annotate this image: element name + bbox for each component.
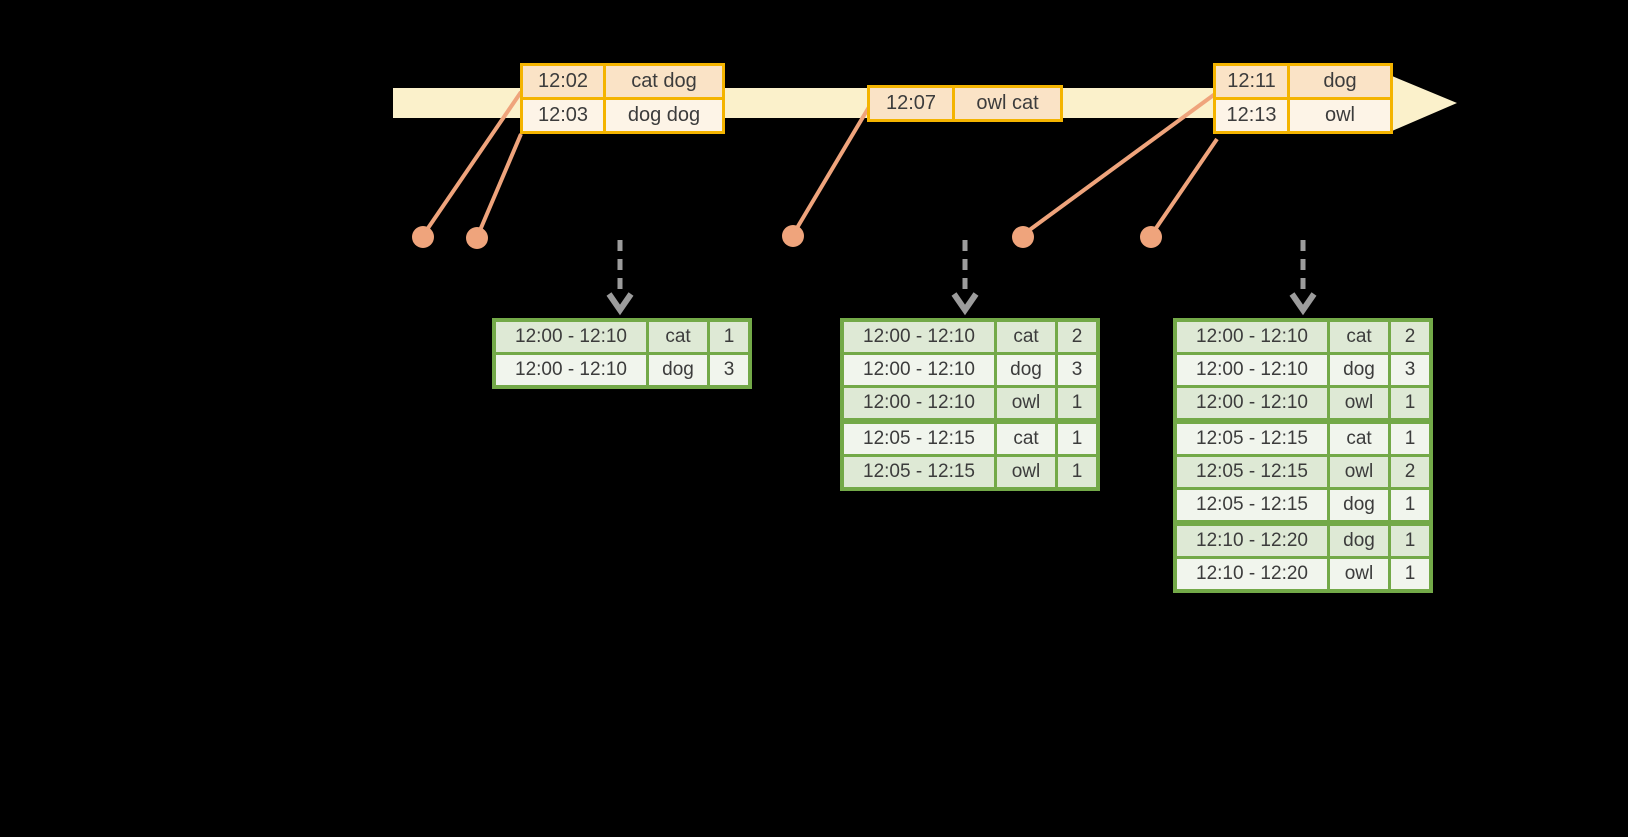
table-cell: 3 [1055, 352, 1100, 388]
event-connector-line [422, 90, 523, 236]
table-cell: owl cat [952, 85, 1063, 122]
table-cell: dog [1327, 352, 1391, 388]
table-cell: 12:07 [867, 85, 955, 122]
table-cell: 1 [1055, 385, 1100, 423]
event-connector-line [1022, 92, 1217, 236]
table-cell: 12:11 [1213, 63, 1290, 100]
table-cell: cat [994, 418, 1058, 457]
table-cell: 1 [1388, 556, 1433, 593]
table-cell: dog [1327, 520, 1391, 559]
table-cell: owl [994, 385, 1058, 423]
trigger-arrows [606, 240, 1317, 316]
event-connector-line [476, 133, 523, 236]
event-dot [466, 227, 488, 249]
table-cell: cat [646, 318, 710, 355]
trigger-arrow-head-icon [1289, 292, 1317, 316]
event-connector-line [1150, 137, 1219, 236]
table-cell: 2 [1055, 318, 1100, 355]
table-cell: owl [1327, 385, 1391, 423]
event-connector-line [792, 105, 871, 235]
table-cell: dog dog [603, 97, 725, 134]
table-cell: 12:03 [520, 97, 606, 134]
table-cell: 12:05 - 12:15 [1173, 487, 1330, 525]
table-cell: 12:00 - 12:10 [1173, 318, 1330, 355]
table-cell: 3 [707, 352, 752, 389]
event-dot [412, 226, 434, 248]
table-cell: dog [994, 352, 1058, 388]
table-cell: 1 [1055, 454, 1100, 491]
table-cell: 12:00 - 12:10 [840, 385, 997, 423]
table-cell: 12:00 - 12:10 [1173, 385, 1330, 423]
table-cell: cat [1327, 318, 1391, 355]
table-cell: 1 [1388, 520, 1433, 559]
table-cell: 2 [1388, 318, 1433, 355]
table-cell: 1 [1388, 385, 1433, 423]
table-cell: 1 [707, 318, 752, 355]
event-dot [1012, 226, 1034, 248]
table-cell: 12:10 - 12:20 [1173, 556, 1330, 593]
table-cell: 12:00 - 12:10 [492, 318, 649, 355]
table-cell: owl [1327, 556, 1391, 593]
event-dot [782, 225, 804, 247]
table-cell: 12:00 - 12:10 [840, 318, 997, 355]
event-connector-lines [422, 90, 1219, 236]
event-dot [1140, 226, 1162, 248]
table-cell: dog [1327, 487, 1391, 525]
table-cell: cat [1327, 418, 1391, 457]
table-cell: 12:02 [520, 63, 606, 100]
table-cell: 12:00 - 12:10 [840, 352, 997, 388]
table-cell: 12:10 - 12:20 [1173, 520, 1330, 559]
table-cell: owl [1327, 454, 1391, 490]
table-cell: 12:05 - 12:15 [1173, 418, 1330, 457]
table-cell: 2 [1388, 454, 1433, 490]
table-cell: cat [994, 318, 1058, 355]
table-cell: 1 [1055, 418, 1100, 457]
table-cell: 12:05 - 12:15 [1173, 454, 1330, 490]
table-cell: 12:00 - 12:10 [492, 352, 649, 389]
table-cell: cat dog [603, 63, 725, 100]
table-cell: 1 [1388, 487, 1433, 525]
table-cell: owl [994, 454, 1058, 491]
trigger-arrow-head-icon [606, 292, 634, 316]
table-cell: dog [1287, 63, 1393, 100]
event-dots [412, 225, 1162, 249]
table-cell: 3 [1388, 352, 1433, 388]
table-cell: 1 [1388, 418, 1433, 457]
table-cell: 12:00 - 12:10 [1173, 352, 1330, 388]
trigger-arrow-head-icon [951, 292, 979, 316]
table-cell: 12:05 - 12:15 [840, 418, 997, 457]
table-cell: 12:13 [1213, 97, 1290, 134]
table-cell: 12:05 - 12:15 [840, 454, 997, 491]
table-cell: dog [646, 352, 710, 389]
table-cell: owl [1287, 97, 1393, 134]
